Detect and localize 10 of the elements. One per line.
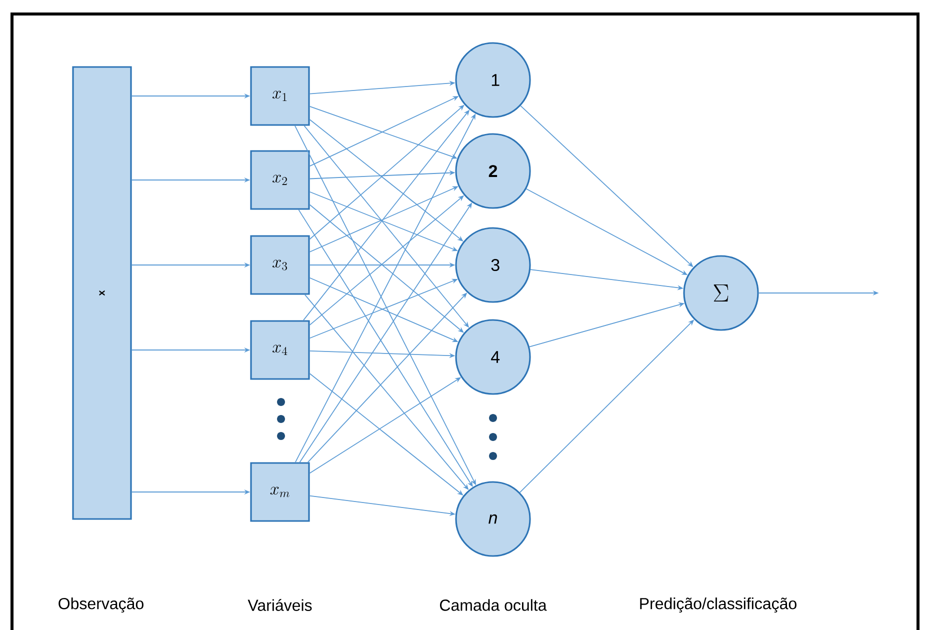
variable-box: $x_{2}$ [250,150,310,210]
variable-box: $x_{1}$ [250,66,310,126]
column-label: Variáveis [248,599,312,611]
variable-box: $x_{3}$ [250,235,310,295]
variable-box: $x_{4}$ [250,320,310,380]
observation-bar: x [72,66,132,520]
variable-box: $x_{m}$ [250,462,310,522]
column-label: Observação [58,598,144,612]
column-label: Predição/classificação [640,598,796,612]
column-label: Camada oculta [440,599,547,611]
